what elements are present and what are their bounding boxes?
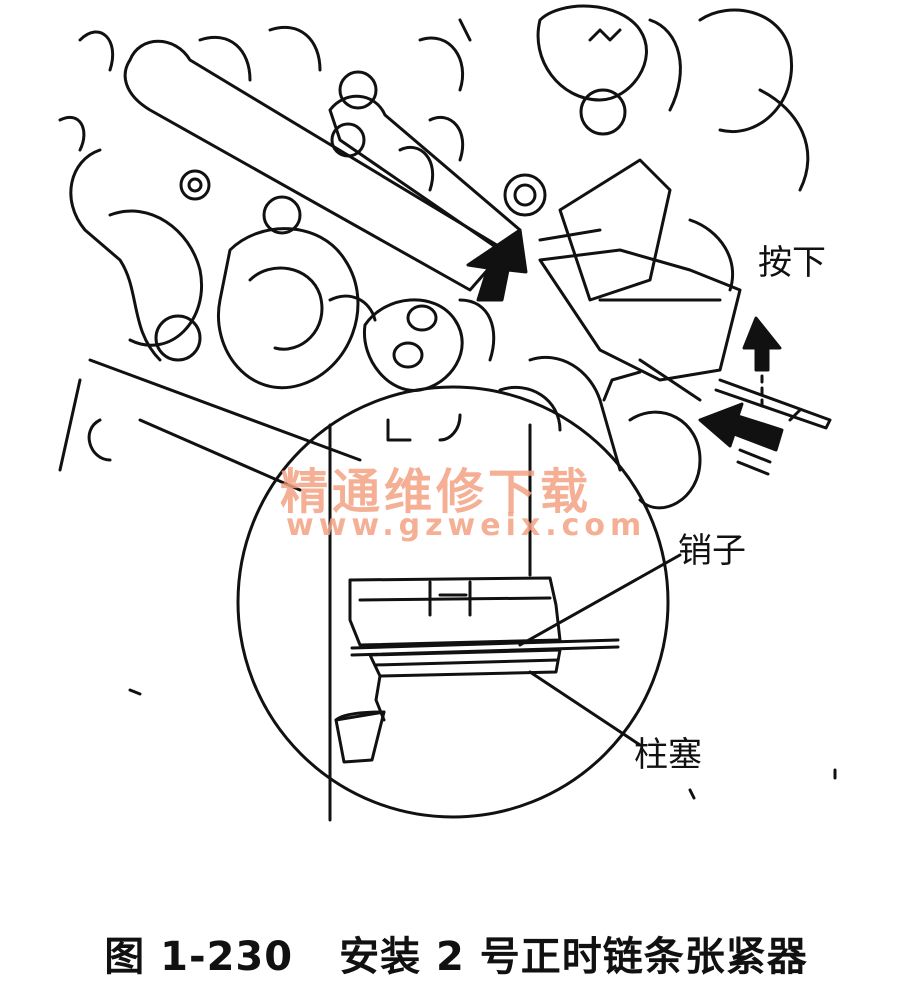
arrow-group (466, 228, 784, 452)
watermark-url: www.gzweix.com (286, 508, 647, 543)
label-plunger: 柱塞 (634, 735, 702, 775)
arrow-strokes (736, 374, 802, 476)
label-pin: 销子 (678, 531, 746, 571)
pin-leader (518, 553, 682, 647)
figure-number: 图 1-230 (104, 934, 294, 980)
camshaft-assembly (58, 4, 832, 510)
magnified-detail (236, 385, 670, 822)
figure-caption: 图 1-230 安装 2 号正时链条张紧器 (0, 924, 912, 982)
watermark-text: 精通维修下载 (280, 464, 593, 520)
label-press: 按下 (758, 243, 826, 283)
magnifier-leader (602, 370, 642, 402)
plunger-leader (528, 670, 642, 747)
figure-title: 安装 2 号正时链条张紧器 (339, 934, 808, 980)
large-press-arrow (466, 228, 528, 302)
insert-arrow (698, 402, 784, 452)
up-arrow (742, 316, 782, 372)
